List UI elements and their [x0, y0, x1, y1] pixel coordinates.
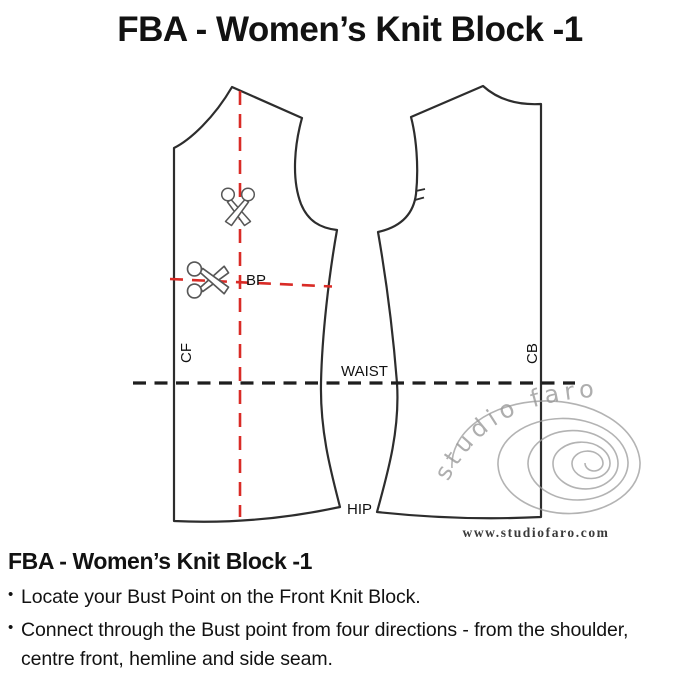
armhole-notch-icon [414, 188, 426, 201]
notes-list: • Locate your Bust Point on the Front Kn… [8, 583, 648, 675]
website-url: www.studiofaro.com [462, 525, 609, 540]
note-text: Connect through the Bust point from four… [21, 618, 629, 671]
spiral-logo-icon [451, 400, 641, 515]
centre-front-label: CF [178, 343, 195, 363]
hip-label: HIP [347, 501, 372, 518]
studio-faro-watermark: studio faro www.studiofaro.com [429, 375, 641, 540]
bullet-icon: • [8, 586, 14, 603]
note-item: • Locate your Bust Point on the Front Kn… [8, 583, 648, 613]
back-block-outline [375, 84, 543, 520]
bust-horizontal-guide [169, 277, 333, 288]
bust-point-label: BP [246, 272, 266, 289]
page-title: FBA - Women’s Knit Block -1 [117, 10, 583, 49]
note-item: • Connect through the Bust point from fo… [8, 616, 648, 675]
note-text: Locate your Bust Point on the Front Knit… [21, 586, 421, 608]
centre-back-label: CB [524, 343, 541, 364]
brand-name-text: studio faro [429, 375, 600, 485]
bullet-icon: • [8, 618, 14, 636]
waist-label: WAIST [341, 363, 388, 380]
notes-section: FBA - Women’s Knit Block -1 • Locate you… [8, 548, 678, 678]
scissors-icon [220, 187, 256, 227]
front-block-outline [172, 85, 342, 523]
notes-heading: FBA - Women’s Knit Block -1 [8, 548, 312, 574]
